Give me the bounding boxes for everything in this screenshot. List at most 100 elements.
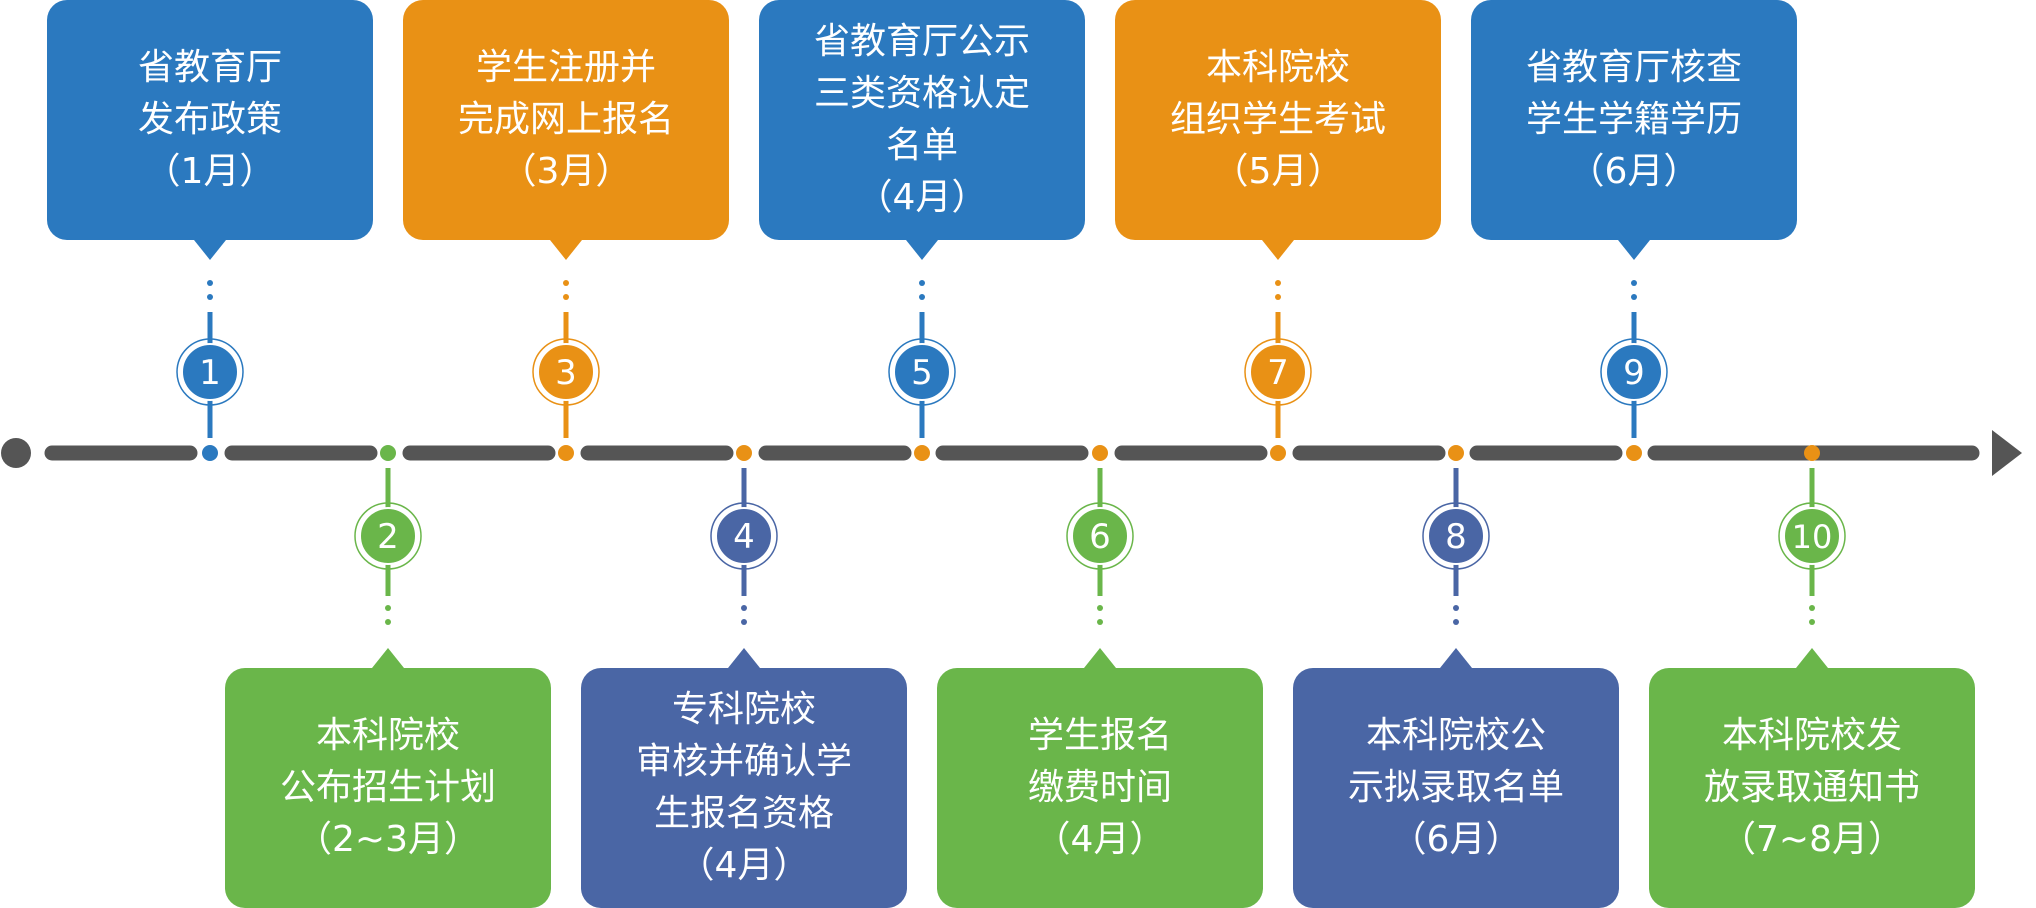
axis-marker-dot xyxy=(1626,445,1642,461)
step-title-line: 省教育厅 xyxy=(137,47,282,88)
axis-start-dot xyxy=(1,438,31,468)
node-ring xyxy=(354,502,422,570)
axis-marker-dot xyxy=(202,445,218,461)
step-title-line: 学生注册并 xyxy=(475,47,656,88)
node-number: 6 xyxy=(1089,517,1111,557)
step-date: （6月） xyxy=(1568,151,1700,192)
axis-marker-dot xyxy=(558,445,574,461)
step-card-3: 学生注册并完成网上报名 （3月） xyxy=(403,0,729,260)
step-date: （4月） xyxy=(856,177,988,218)
node-number: 9 xyxy=(1623,353,1645,393)
step-date: （4月） xyxy=(678,845,810,886)
step-title-line: 学生报名 xyxy=(1027,715,1172,756)
step-title-line: 本科院校发 xyxy=(1721,715,1902,756)
step-title-line: 本科院校 xyxy=(315,715,460,756)
step-title-line: 放录取通知书 xyxy=(1703,767,1920,808)
axis-marker-dot xyxy=(380,445,396,461)
card-pointer xyxy=(1440,648,1472,668)
node-number: 4 xyxy=(733,517,755,557)
step-title-line: 生报名资格 xyxy=(653,793,834,834)
node-ring xyxy=(1600,338,1668,406)
node-circle xyxy=(1249,343,1307,401)
node-circle xyxy=(715,507,773,565)
card-pointer xyxy=(728,648,760,668)
axis-marker-dot xyxy=(1092,445,1108,461)
step-title-line: 本科院校 xyxy=(1205,47,1350,88)
connector-dot xyxy=(919,280,925,286)
node-ring xyxy=(710,502,778,570)
connector-dot xyxy=(563,280,569,286)
node-ring xyxy=(176,338,244,406)
connector-dot xyxy=(1453,605,1459,611)
axis-arrow-icon xyxy=(1992,430,2022,476)
node-circle xyxy=(1427,507,1485,565)
card-pointer xyxy=(1618,240,1650,260)
step-date: （4月） xyxy=(1034,819,1166,860)
node-number: 2 xyxy=(377,517,399,557)
step-card-4: 专科院校审核并确认学生报名资格（4月） xyxy=(581,648,907,908)
connector-dot xyxy=(1097,619,1103,625)
step-date: （3月） xyxy=(500,151,632,192)
node-circle xyxy=(1071,507,1129,565)
node-number: 1 xyxy=(199,353,221,393)
node-number: 10 xyxy=(1792,518,1833,556)
axis-marker-dot xyxy=(1448,445,1464,461)
step-card-7: 本科院校组织学生考试 （5月） xyxy=(1115,0,1441,260)
card-pointer xyxy=(1084,648,1116,668)
connector-dot xyxy=(1275,280,1281,286)
node-circle xyxy=(537,343,595,401)
step-title-line: 名单 xyxy=(885,125,958,166)
node-circle xyxy=(1783,507,1841,565)
node-circle xyxy=(359,507,417,565)
node-circle xyxy=(1605,343,1663,401)
step-title-line: 组织学生考试 xyxy=(1169,99,1386,140)
card-pointer xyxy=(372,648,404,668)
step-card-9: 省教育厅核查学生学籍学历 （6月） xyxy=(1471,0,1797,260)
connector-dot xyxy=(1809,605,1815,611)
step-date: （1月） xyxy=(144,151,276,192)
step-title-line: 缴费时间 xyxy=(1027,767,1172,808)
connector-dot xyxy=(1809,619,1815,625)
connector-dot xyxy=(741,619,747,625)
node-circle xyxy=(181,343,239,401)
step-card-2: 本科院校公布招生计划（2~3月） xyxy=(225,648,551,908)
node-ring xyxy=(532,338,600,406)
connector-dot xyxy=(1453,619,1459,625)
step-title-line: 省教育厅核查 xyxy=(1525,47,1742,88)
connector-dot xyxy=(1097,605,1103,611)
card-pointer xyxy=(1796,648,1828,668)
step-title-line: 完成网上报名 xyxy=(457,99,674,140)
node-ring xyxy=(888,338,956,406)
connector-dot xyxy=(207,280,213,286)
connector-dot xyxy=(385,619,391,625)
step-title-line: 公布招生计划 xyxy=(279,767,496,808)
connector-dot xyxy=(1631,280,1637,286)
axis-marker-dot xyxy=(914,445,930,461)
node-number: 8 xyxy=(1445,517,1467,557)
card-pointer xyxy=(550,240,582,260)
step-card-8: 本科院校公示拟录取名单（6月） xyxy=(1293,648,1619,908)
connector-dot xyxy=(385,605,391,611)
step-title-line: 本科院校公 xyxy=(1365,715,1546,756)
step-card-5: 省教育厅公示三类资格认定名单（4月） xyxy=(759,0,1085,260)
step-title-line: 专科院校 xyxy=(671,689,816,730)
axis-marker-dot xyxy=(736,445,752,461)
connector-dot xyxy=(1275,294,1281,300)
node-circle xyxy=(893,343,951,401)
connector-dot xyxy=(919,294,925,300)
step-title-line: 示拟录取名单 xyxy=(1347,767,1564,808)
node-ring xyxy=(1066,502,1134,570)
card-pointer xyxy=(194,240,226,260)
connector-dot xyxy=(563,294,569,300)
node-ring xyxy=(1422,502,1490,570)
connector-dot xyxy=(1631,294,1637,300)
card-pointer xyxy=(906,240,938,260)
axis-marker-dot xyxy=(1804,445,1820,461)
connector-dot xyxy=(207,294,213,300)
node-ring xyxy=(1244,338,1312,406)
step-title-line: 学生学籍学历 xyxy=(1525,99,1742,140)
node-number: 3 xyxy=(555,353,577,393)
step-date: （5月） xyxy=(1212,151,1344,192)
step-card-1: 省教育厅发布政策（1月） xyxy=(47,0,373,260)
